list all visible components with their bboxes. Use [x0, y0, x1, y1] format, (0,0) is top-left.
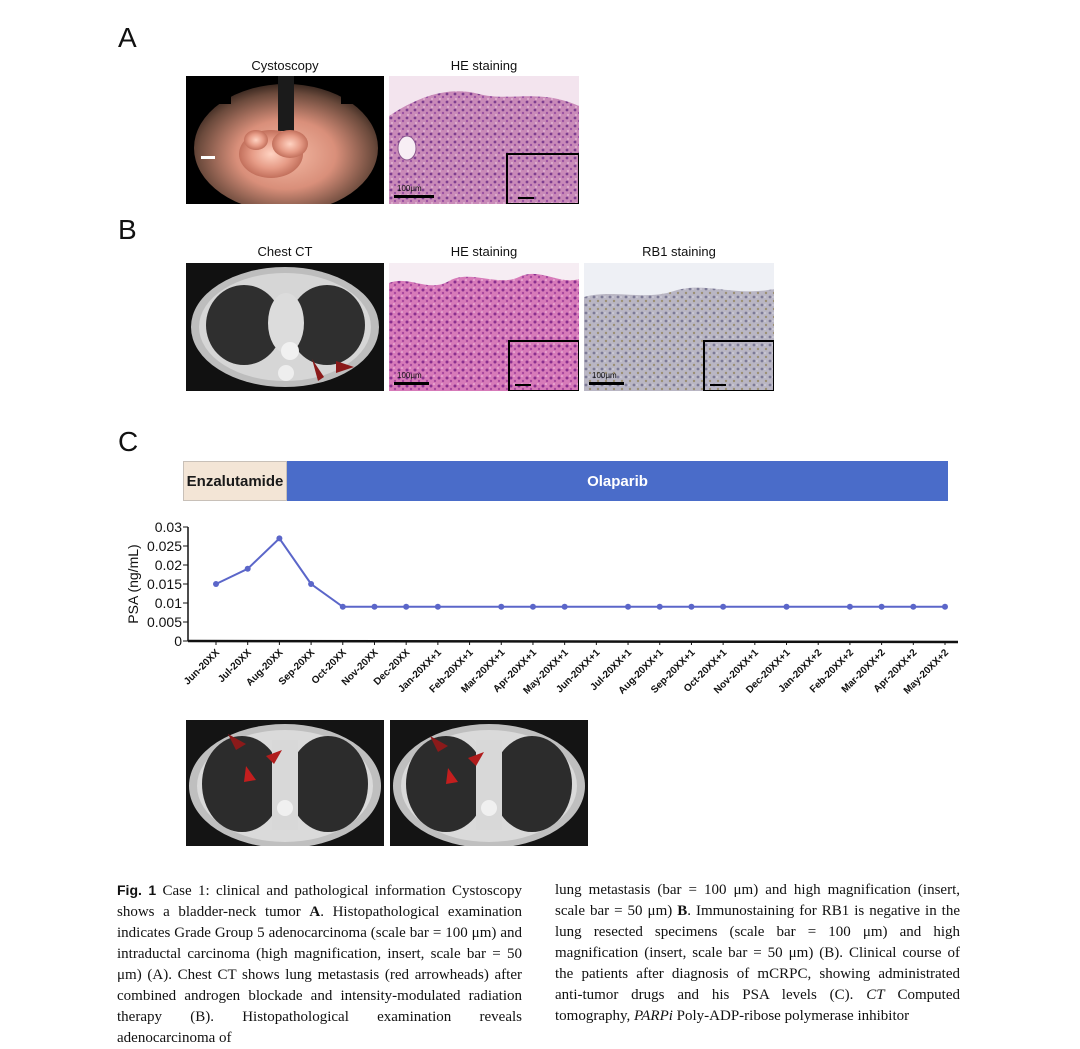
he-staining-title-a: HE staining [450, 58, 518, 73]
psa-data-point [561, 603, 568, 610]
psa-data-point [403, 603, 410, 610]
scale-bar-label-a: 100μm [397, 184, 422, 193]
panel-letter-c: C [118, 426, 139, 457]
y-tick-label: 0.015 [147, 576, 182, 592]
scale-bar-label-b2: 100μm [592, 371, 617, 380]
he-staining-image-a [389, 76, 579, 204]
y-tick-label: 0.01 [155, 595, 182, 611]
he-staining-graphic-a [389, 76, 579, 204]
scale-bar-label-b1: 100μm [397, 371, 422, 380]
psa-data-point [688, 603, 695, 610]
y-tick-label: 0.005 [147, 614, 182, 630]
cystoscopy-title: Cystoscopy [251, 58, 319, 73]
psa-data-point [720, 603, 727, 610]
psa-series-line [215, 536, 945, 608]
treatment-bar-olaparib: Olaparib [287, 461, 948, 501]
followup-ct-image-2 [390, 720, 588, 846]
psa-data-point [308, 581, 315, 587]
chest-ct-title: Chest CT [257, 244, 313, 259]
psa-data-point [339, 603, 346, 610]
x-tick-label: Jun-20XX [182, 647, 222, 687]
followup-ct-graphic-1 [186, 720, 384, 846]
treatment-label-olaparib: Olaparib [587, 472, 648, 490]
treatment-bar-enzalutamide: Enzalutamide [183, 461, 287, 501]
panel-letter-b: B [118, 214, 137, 245]
caption-text-right: lung metastasis (bar = 100 μm) and high … [555, 882, 960, 1024]
figure-caption-left: Fig. 1 Case 1: clinical and pathological… [117, 880, 522, 1049]
figure-caption-right: lung metastasis (bar = 100 μm) and high … [555, 880, 960, 1027]
cystoscopy-image [186, 76, 384, 204]
followup-ct-image-1 [186, 720, 384, 846]
psa-data-point [434, 603, 441, 610]
psa-data-point [529, 603, 536, 610]
y-tick-label: 0.03 [155, 519, 182, 535]
psa-data-point [942, 603, 948, 610]
he-staining-image-b [389, 263, 579, 391]
x-axis [187, 639, 959, 644]
he-staining-graphic-b [389, 263, 579, 391]
followup-ct-graphic-2 [390, 720, 588, 846]
chest-ct-graphic [186, 263, 384, 391]
he-staining-title-b: HE staining [450, 244, 518, 259]
rb1-staining-image [584, 263, 774, 391]
psa-data-point [878, 603, 885, 610]
psa-data-point [910, 603, 917, 610]
figure-label: Fig. 1 [117, 882, 157, 898]
rb1-staining-title: RB1 staining [642, 244, 716, 259]
panel-letter-a: A [118, 22, 137, 53]
y-tick-label: 0 [174, 633, 182, 649]
psa-data-point [213, 581, 219, 587]
psa-data-point [625, 603, 632, 610]
psa-data-point [371, 603, 378, 610]
y-tick-label: 0.025 [147, 538, 182, 554]
y-tick-label: 0.02 [155, 557, 182, 573]
chest-ct-image [186, 263, 384, 391]
psa-data-point [656, 603, 663, 610]
caption-text-left: Case 1: clinical and pathological inform… [117, 883, 523, 1046]
psa-data-point [846, 603, 853, 610]
psa-data-point [244, 565, 251, 572]
cystoscopy-graphic [186, 76, 384, 204]
psa-data-point [276, 535, 283, 542]
y-axis-label: PSA (ng/mL) [125, 544, 141, 623]
treatment-label-enzalutamide: Enzalutamide [186, 472, 284, 490]
psa-data-point [783, 603, 790, 610]
psa-data-point [498, 603, 505, 610]
rb1-staining-graphic [584, 263, 774, 391]
